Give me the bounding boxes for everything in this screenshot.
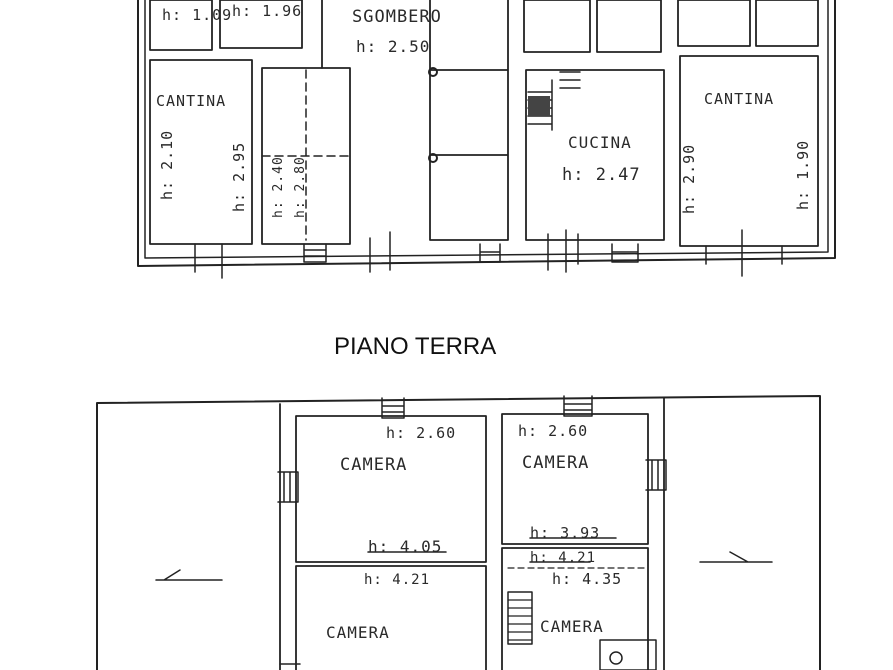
sgombero-walls xyxy=(321,0,509,241)
lower-plan: h: 2.60 CAMERA h: 2.60 CAMERA h: 4.05 h:… xyxy=(96,395,821,670)
lower-side-walls xyxy=(279,397,665,670)
camera-bottom-right xyxy=(501,547,649,670)
fixture-circle xyxy=(609,651,623,665)
upper-inner-wall xyxy=(144,0,829,259)
stairs-icon xyxy=(527,71,581,131)
camera-top-left xyxy=(295,415,487,563)
extra-height-3: h: 4.21 xyxy=(530,550,596,566)
room-label-camera-2: CAMERA xyxy=(522,453,589,473)
small-room-2 xyxy=(219,0,303,49)
upper-plan: h: 1.09 h: 1.96 SGOMBERO h: 2.50 CANTINA… xyxy=(137,0,836,279)
arrow-marker-right xyxy=(699,551,773,563)
small-height-1: h: 1.09 xyxy=(162,6,232,24)
room-height-cucina: h: 2.47 xyxy=(562,165,641,185)
room-height2-cantina-right: h: 1.90 xyxy=(794,140,812,210)
floor-title: PIANO TERRA xyxy=(334,333,496,360)
small-height-2: h: 1.96 xyxy=(232,2,302,20)
room-height-camera-2: h: 2.60 xyxy=(518,422,588,440)
upper-outer-wall xyxy=(137,0,836,267)
cucina xyxy=(525,69,665,241)
pillar xyxy=(428,67,438,77)
small-room-6 xyxy=(755,0,819,47)
room-height-camera-1: h: 2.60 xyxy=(386,424,456,442)
room-height2-cantina-left: h: 2.95 xyxy=(230,142,248,212)
room-height-camera-3: h: 4.21 xyxy=(364,572,430,588)
room-label-cucina: CUCINA xyxy=(568,133,632,152)
lower-outer-wall xyxy=(96,395,821,670)
storage-divider xyxy=(261,69,351,241)
extra-height-1: h: 4.05 xyxy=(368,537,442,556)
cantina-right xyxy=(679,55,819,247)
camera-bottom-left xyxy=(295,565,487,670)
arrow-marker-left xyxy=(155,569,223,581)
room-height-sgombero: h: 2.50 xyxy=(356,37,430,56)
room-height-cantina-left: h: 2.10 xyxy=(158,130,176,200)
room-label-cantina-right: CANTINA xyxy=(704,90,774,108)
room-label-camera-1: CAMERA xyxy=(340,455,407,475)
small-room-3 xyxy=(523,0,591,53)
small-room-5 xyxy=(677,0,751,47)
small-room-4 xyxy=(596,0,662,53)
room-label-camera-3: CAMERA xyxy=(326,623,390,642)
room-height-camera-4: h: 4.35 xyxy=(552,570,622,588)
stairs-icon xyxy=(507,591,533,645)
cantina-left xyxy=(149,59,253,245)
small-height-3: h: 2.40 xyxy=(271,156,286,218)
fixture xyxy=(599,639,657,670)
small-height-4: h: 2.80 xyxy=(293,156,308,218)
camera-top-right xyxy=(501,413,649,545)
dimension-underlines xyxy=(367,537,617,563)
room-label-cantina-left: CANTINA xyxy=(156,92,226,110)
small-room-1 xyxy=(149,0,213,51)
extra-height-2: h: 3.93 xyxy=(530,524,600,542)
room-label-sgombero: SGOMBERO xyxy=(352,7,442,27)
lower-openings xyxy=(277,395,667,665)
pillar xyxy=(428,153,438,163)
room-label-camera-4: CAMERA xyxy=(540,617,604,636)
openings xyxy=(194,229,783,279)
room-height-cantina-right: h: 2.90 xyxy=(680,144,698,214)
